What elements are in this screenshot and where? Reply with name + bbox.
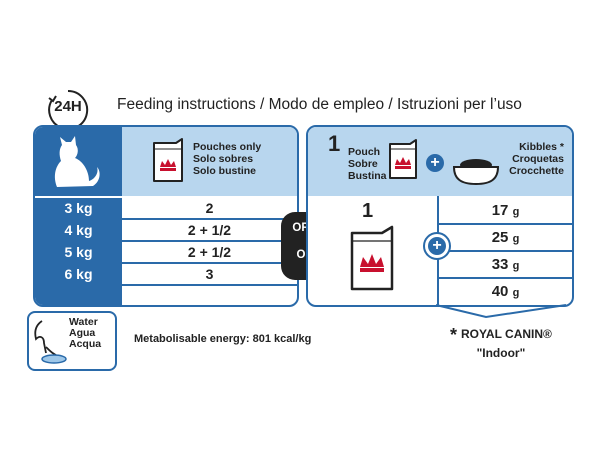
pouches-only-label-es: Solo sobres	[193, 153, 254, 165]
pouch-icon	[153, 138, 183, 182]
water-label-en: Water	[69, 316, 98, 328]
plus-ring-icon: +	[423, 232, 451, 260]
gram-unit: g	[512, 287, 520, 299]
mixed-feeding-header: 1 Pouch Sobre Bustina + Kibbles * Croque…	[308, 127, 572, 196]
brand-name: ROYAL CANIN®	[461, 327, 552, 341]
cat-weight: 3 kg	[35, 198, 122, 218]
gram-unit: g	[512, 206, 520, 218]
water-label-it: Acqua	[69, 338, 102, 350]
cat-silhouette-cell	[35, 127, 122, 196]
table-row: 17 g	[439, 198, 572, 223]
table-row: 5 kg 2 + 1/2	[35, 242, 297, 262]
plus-icon: +	[426, 154, 444, 172]
pouch-label-it: Bustina	[348, 170, 387, 182]
cat-weight: 4 kg	[35, 220, 122, 240]
gram-unit: g	[512, 260, 520, 272]
kibbles-label-it: Crocchette	[509, 165, 564, 177]
product-name: "Indoor"	[476, 346, 526, 360]
metabolisable-energy: Metabolisable energy: 801 kcal/kg	[134, 333, 312, 345]
pouch-quantity: 3	[205, 266, 214, 282]
kibble-bowl-icon	[452, 159, 500, 186]
or-label-en: OR	[292, 222, 310, 234]
row-divider	[437, 223, 572, 225]
page-title: Feeding instructions / Modo de empleo / …	[117, 96, 522, 113]
pouch-label-en: Pouch	[348, 146, 381, 158]
pouch-count: 1	[362, 200, 374, 222]
weight-column-fill	[35, 286, 122, 305]
footnote-star: *	[450, 325, 458, 345]
cat-icon	[54, 136, 100, 187]
kibbles-label: Kibbles * Croquetas Crocchette	[508, 141, 564, 177]
pouch-label-es: Sobre	[348, 158, 378, 170]
plus-icon: +	[428, 237, 446, 255]
table-row: 4 kg 2 + 1/2	[35, 220, 297, 240]
row-divider	[35, 218, 297, 220]
pouch-quantity: 2 + 1/2	[187, 244, 232, 260]
gram-unit: g	[512, 233, 520, 245]
pouches-only-label: Pouches only Solo sobres Solo bustine	[193, 141, 261, 177]
clock-24h-label: 24H	[54, 98, 82, 115]
table-row: 6 kg 3	[35, 264, 297, 284]
water-label-es: Agua	[69, 327, 96, 339]
pouch-quantity: 2	[205, 200, 214, 216]
water-bowl-icon	[34, 320, 67, 364]
footnote: *ROYAL CANIN® "Indoor"	[450, 325, 552, 360]
cat-weight: 6 kg	[35, 264, 122, 284]
table-row: 40 g	[439, 279, 572, 304]
row-divider	[35, 284, 297, 286]
mixed-feeding-table: 1 Pouch Sobre Bustina + Kibbles * Croque…	[306, 125, 574, 307]
kibble-grams: 40	[491, 283, 509, 300]
water-box: Water Agua Acqua	[27, 311, 117, 371]
arrow-down-icon	[435, 304, 567, 319]
pouch-count-header: 1	[328, 131, 341, 156]
cat-weight: 5 kg	[35, 242, 122, 262]
pouches-only-table: Pouches only Solo sobres Solo bustine 3 …	[33, 125, 299, 307]
row-divider	[437, 277, 572, 279]
pouches-only-label-en: Pouches only	[193, 141, 262, 153]
pouch-icon	[350, 225, 394, 291]
or-label-es: O	[296, 249, 306, 261]
kibble-grams: 25	[491, 229, 509, 246]
pouch-quantity: 2 + 1/2	[187, 222, 232, 238]
kibble-grams: 33	[491, 256, 509, 273]
row-divider	[437, 250, 572, 252]
pouch-label: Pouch Sobre Bustina	[348, 146, 387, 182]
kibbles-label-es: Croquetas	[512, 153, 564, 165]
pouches-only-label-it: Solo bustine	[193, 165, 256, 177]
water-label: Water Agua Acqua	[69, 317, 101, 350]
pouch-icon	[389, 139, 417, 179]
pouches-only-header: Pouches only Solo sobres Solo bustine	[35, 127, 297, 196]
kibble-grams: 17	[491, 202, 509, 219]
table-row: 25 g	[439, 225, 572, 250]
table-row: 33 g	[439, 252, 572, 277]
kibbles-label-en: Kibbles *	[519, 141, 564, 153]
row-divider	[35, 262, 297, 264]
row-divider	[35, 240, 297, 242]
table-row: 3 kg 2	[35, 198, 297, 218]
